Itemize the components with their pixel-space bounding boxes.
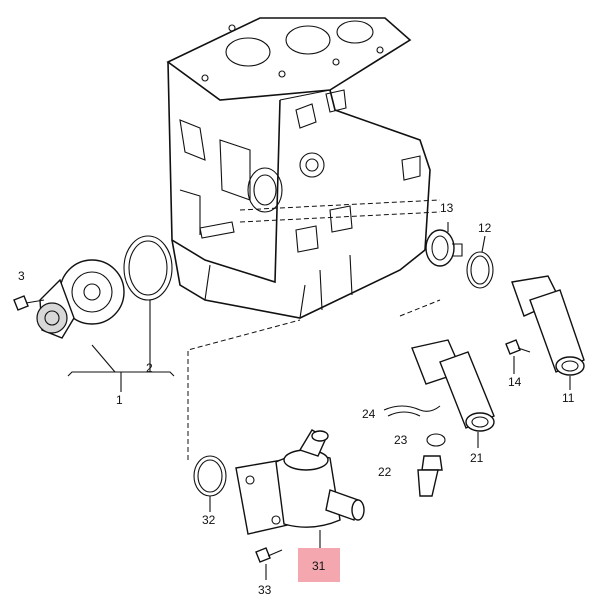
- callout-31: 31: [312, 559, 326, 573]
- pump-o-ring: [123, 235, 173, 301]
- o-ring-32: [193, 455, 227, 512]
- callout-23: 23: [394, 433, 408, 447]
- seal-23: [426, 433, 446, 447]
- callout-2: 2: [146, 361, 153, 375]
- callout-22: 22: [378, 465, 392, 479]
- bolt-33: [255, 547, 283, 580]
- temperature-sender-22: [417, 455, 443, 497]
- pump-bolt: [13, 295, 45, 311]
- callout-3: 3: [18, 269, 25, 283]
- callout-1: 1: [116, 393, 123, 407]
- callout-21: 21: [470, 451, 484, 465]
- callout-31-highlight: [298, 548, 340, 582]
- callout-32: 32: [202, 513, 216, 527]
- callout-24: 24: [362, 407, 376, 421]
- coolant-flange-11: [511, 275, 585, 390]
- thermostat: [425, 222, 463, 267]
- coolant-housing-31: [235, 429, 365, 548]
- retaining-clip-24: [383, 405, 441, 417]
- callout-13: 13: [440, 201, 454, 215]
- callout-12: 12: [478, 221, 492, 235]
- callout-14: 14: [508, 375, 522, 389]
- coolant-flange-21: [399, 299, 495, 448]
- callout-33: 33: [258, 583, 272, 597]
- bolt-14: [505, 339, 531, 374]
- engine-block: [166, 17, 441, 319]
- thermostat-o-ring: [466, 235, 494, 289]
- bracket-1: [67, 300, 175, 392]
- water-pump: [36, 259, 125, 339]
- callout-11: 11: [562, 391, 575, 405]
- connection-line: [187, 319, 301, 460]
